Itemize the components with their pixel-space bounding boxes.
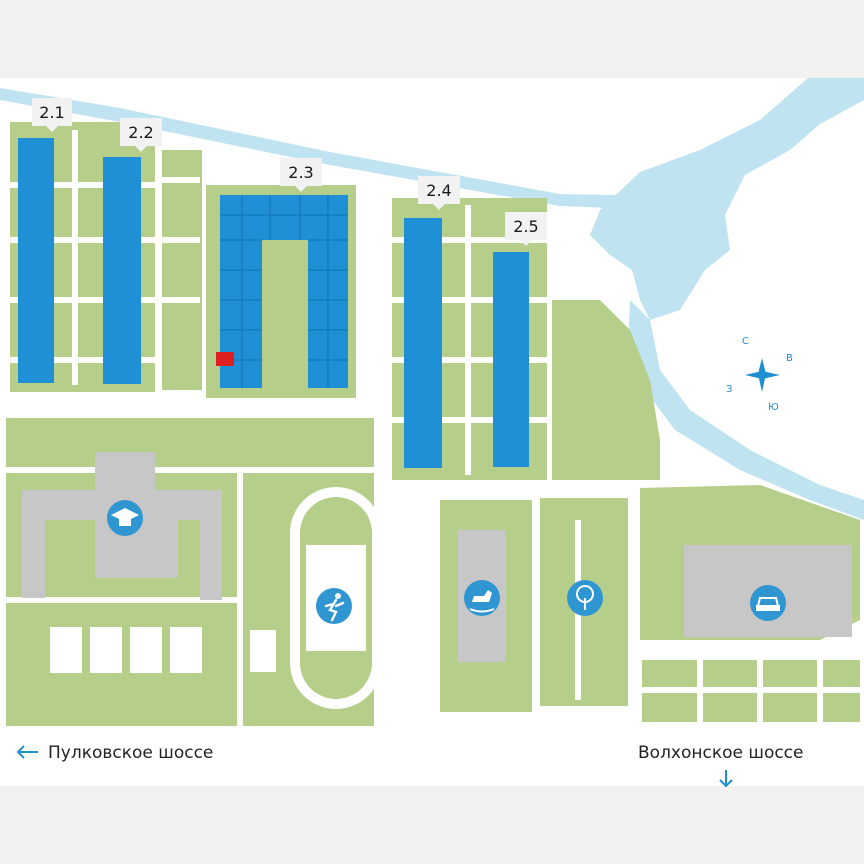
road-label-pulkovskoe: Пулковское шоссе bbox=[16, 743, 213, 763]
building-label: 2.2 bbox=[128, 123, 153, 142]
building-callouts: 2.1 2.2 2.3 2.4 2.5 bbox=[32, 98, 547, 246]
callout-2.2[interactable]: 2.2 bbox=[120, 118, 162, 152]
car-icon[interactable] bbox=[750, 585, 786, 621]
selected-apartment[interactable] bbox=[216, 352, 234, 366]
tree-icon[interactable] bbox=[567, 580, 603, 616]
apartment-grid bbox=[220, 195, 348, 388]
road-label-volkhonskoe: Волхонское шоссе bbox=[638, 743, 804, 788]
schoolyard-plots bbox=[50, 627, 276, 673]
callout-2.1[interactable]: 2.1 bbox=[32, 98, 72, 132]
paths bbox=[6, 130, 860, 726]
building-label: 2.3 bbox=[288, 163, 313, 182]
water bbox=[0, 78, 864, 520]
building-label: 2.1 bbox=[39, 103, 64, 122]
compass: С В Ю З bbox=[726, 336, 793, 413]
residential-buildings bbox=[18, 138, 529, 468]
callout-2.4[interactable]: 2.4 bbox=[418, 176, 460, 210]
arrow-left-icon bbox=[16, 745, 25, 759]
graduation-cap-icon[interactable] bbox=[107, 500, 143, 536]
building-2.4[interactable] bbox=[404, 218, 442, 468]
rocking-horse-icon[interactable] bbox=[464, 580, 500, 616]
callout-2.3[interactable]: 2.3 bbox=[280, 158, 322, 192]
compass-east: В bbox=[786, 353, 793, 364]
building-2.2[interactable] bbox=[103, 157, 141, 384]
building-label: 2.5 bbox=[513, 217, 538, 236]
arrow-down-icon bbox=[719, 779, 733, 788]
building-2.3[interactable] bbox=[220, 195, 348, 388]
runner-icon[interactable] bbox=[316, 588, 352, 624]
building-label: 2.4 bbox=[426, 181, 451, 200]
road-name-right: Волхонское шоссе bbox=[638, 743, 804, 763]
compass-south: Ю bbox=[768, 402, 779, 413]
building-2.1[interactable] bbox=[18, 138, 54, 383]
callout-2.5[interactable]: 2.5 bbox=[505, 212, 547, 246]
compass-west: З bbox=[726, 384, 732, 395]
compass-north: С bbox=[742, 336, 749, 347]
building-2.5[interactable] bbox=[493, 252, 529, 467]
road-name-left: Пулковское шоссе bbox=[48, 743, 213, 763]
